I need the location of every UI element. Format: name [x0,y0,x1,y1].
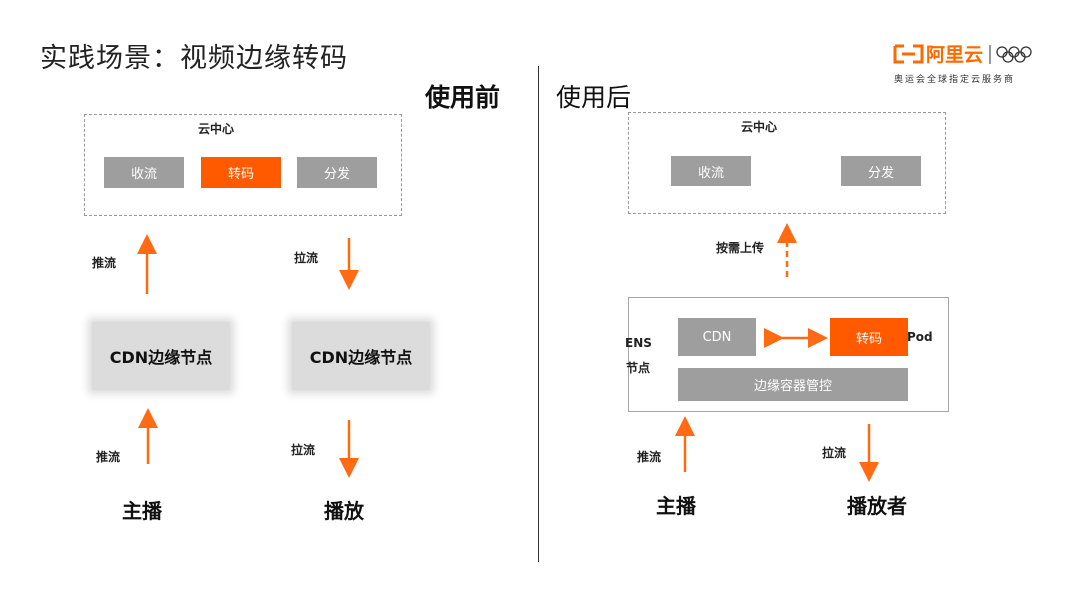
ens-label-line2: 节点 [626,361,651,375]
before-distribute-button: 分发 [297,157,377,188]
before-receive-button: 收流 [104,157,184,188]
after-receive-button: 收流 [671,156,751,186]
ens-pod-label: Pod [907,330,933,344]
after-role-viewer: 播放者 [847,494,907,518]
ens-node-box [628,297,949,412]
after-cloud-center-box [628,112,946,214]
before-pull-label-bottom: 拉流 [291,443,316,457]
ens-edge-controller: 边缘容器管控 [678,368,908,401]
ens-cdn-block: CDN [678,318,756,356]
before-role-streamer: 主播 [122,499,162,523]
page-title: 实践场景：视频边缘转码 [40,43,348,74]
before-pull-label-top: 拉流 [294,251,319,265]
before-cdn-node-right: CDN边缘节点 [292,322,430,390]
aliyun-logo: 阿里云 奥运会全球指定云服务商 [892,42,1052,86]
before-heading: 使用前 [425,83,501,112]
after-cloud-center-label: 云中心 [741,120,778,134]
after-push-label: 推流 [637,450,662,464]
after-upload-label: 按需上传 [716,241,765,255]
before-push-label-bottom: 推流 [96,450,121,464]
before-cloud-center-label: 云中心 [198,122,235,136]
after-distribute-button: 分发 [841,156,921,186]
section-divider [538,66,539,562]
logo-graphic: 阿里云 奥运会全球指定云服务商 [893,44,1032,85]
ens-label-line1: ENS [625,336,652,350]
logo-brand-text: 阿里云 [926,44,983,66]
after-role-streamer: 主播 [656,494,696,518]
logo-tagline: 奥运会全球指定云服务商 [894,73,1015,85]
ens-transcode-block: 转码 [830,318,908,356]
before-push-label-top: 推流 [92,256,117,270]
after-heading: 使用后 [556,83,632,112]
before-cloud-center-box [84,114,402,216]
before-transcode-button: 转码 [201,157,281,188]
before-cdn-node-left: CDN边缘节点 [92,322,230,390]
after-pull-label: 拉流 [822,446,847,460]
before-role-player: 播放 [324,499,364,523]
